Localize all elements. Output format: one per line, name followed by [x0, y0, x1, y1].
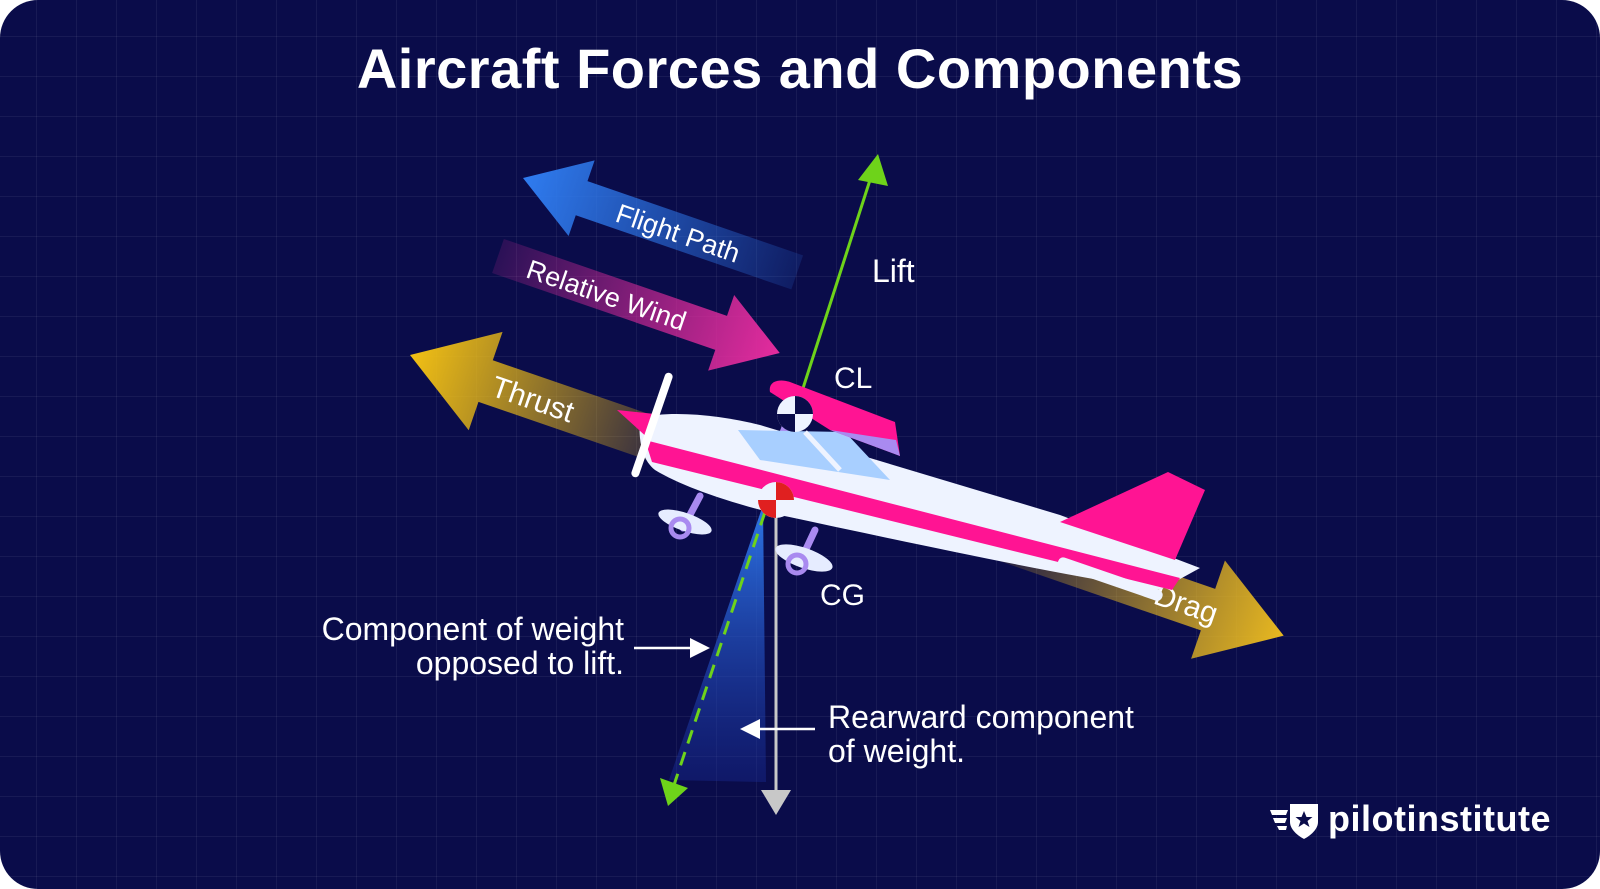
lift-arrow — [794, 154, 888, 411]
rearward-line2: of weight. — [828, 733, 965, 769]
center-of-gravity-marker — [758, 482, 794, 518]
weight-opposed-lift-arrow — [660, 511, 767, 806]
brand-logo: pilotinstitute — [1268, 796, 1551, 842]
weight-arrow — [761, 505, 791, 815]
cl-label: CL — [834, 362, 872, 395]
rearward-annotation: Rearward component of weight. — [828, 700, 1208, 768]
rearward-line1: Rearward component — [828, 699, 1134, 735]
airplane — [617, 372, 1205, 601]
lift-label: Lift — [872, 253, 915, 289]
cg-label: CG — [820, 579, 865, 612]
weight-opposed-line2: opposed to lift. — [415, 645, 624, 681]
weight-opposed-annotation: Component of weight opposed to lift. — [250, 612, 624, 680]
brand-name: pilotinstitute — [1328, 798, 1551, 839]
weight-opposed-line1: Component of weight — [321, 611, 624, 647]
center-of-lift-marker — [777, 396, 813, 432]
winged-star-shield-icon — [1270, 804, 1318, 839]
weight-component-triangle — [669, 505, 766, 782]
page-title: Aircraft Forces and Components — [356, 37, 1244, 100]
